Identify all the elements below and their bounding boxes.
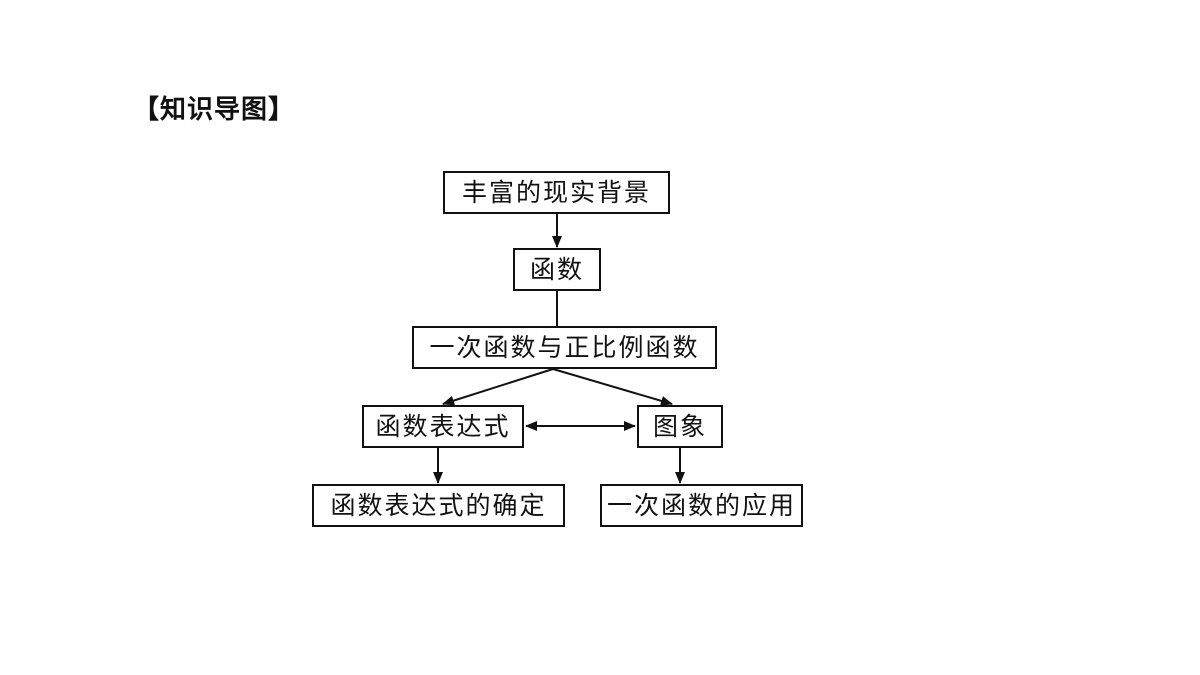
- node-linear-function-application: 一次函数的应用: [600, 484, 803, 527]
- node-linear-and-proportional-function: 一次函数与正比例函数: [412, 326, 717, 369]
- node-expression-determination: 函数表达式的确定: [312, 484, 565, 527]
- arrow-linear-to-image: [552, 368, 673, 406]
- section-heading: 【知识导图】: [133, 95, 296, 125]
- node-function: 函数: [513, 248, 601, 291]
- node-graph-image: 图象: [637, 405, 723, 448]
- node-real-background: 丰富的现实背景: [443, 171, 670, 214]
- arrow-linear-to-expression: [442, 368, 554, 406]
- node-function-expression: 函数表达式: [362, 405, 524, 448]
